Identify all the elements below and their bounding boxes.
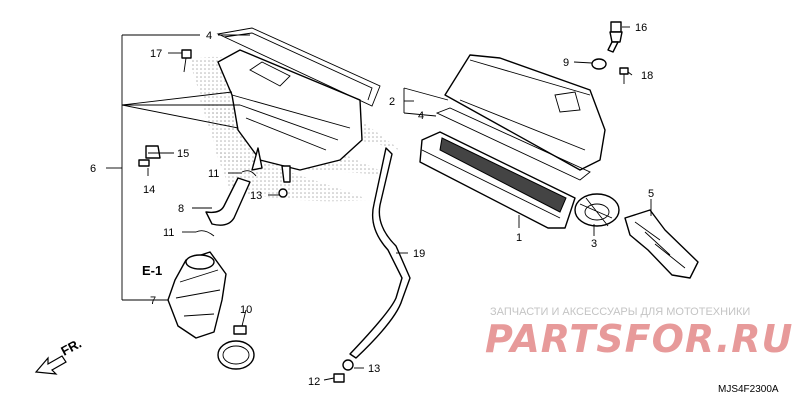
intake-duct-part [624,209,699,279]
callout-18: 18 [641,70,653,82]
grommet-15-part [145,145,161,159]
callout-6: 6 [90,163,96,175]
screw-18-part [619,67,629,84]
callout-11-upper: 11 [208,168,219,180]
callout-13-lower: 13 [368,363,380,375]
callout-9: 9 [563,57,569,69]
air-cleaner-cover-part [444,54,606,171]
callout-17: 17 [150,48,162,60]
clip-12-part [333,373,345,383]
callout-8: 8 [178,203,184,215]
callout-5: 5 [648,188,654,200]
callout-13-upper: 13 [250,190,262,202]
clip-11-lower-part [195,230,215,237]
drain-hose-19-part [349,147,411,359]
connecting-tube-7-part [167,251,227,339]
drain-tube-8-part [205,177,251,226]
bolt-16-part [607,21,623,53]
callout-2: 2 [389,96,395,108]
callout-14: 14 [143,184,155,196]
callout-12: 12 [308,376,320,388]
watermark-brand: PARTSFOR.RU [485,317,793,361]
callout-7: 7 [150,295,156,307]
air-cleaner-case-part [217,49,363,183]
diagram-code: MJS4F2300A [718,384,779,395]
clip-14-part [138,159,150,167]
clip-13-upper-part [278,188,288,198]
callout-15: 15 [177,148,189,160]
front-direction-arrow-icon: FR. [34,336,84,375]
band-10-part [217,325,255,370]
callout-10: 10 [240,304,252,316]
leader-lines [106,26,652,381]
bolt-17-part [181,49,192,73]
clip-11-upper-part [241,170,257,177]
reference-label: E-1 [142,263,162,278]
funnel-part [574,193,620,227]
svg-text:FR.: FR. [58,336,84,359]
callout-1: 1 [516,232,522,244]
callout-16: 16 [635,22,647,34]
grommet-9-part [591,58,607,70]
clip-13-lower-part [342,359,354,371]
callout-3: 3 [591,238,597,250]
watermark-caption: ЗАПЧАСТИ И АКСЕССУАРЫ ДЛЯ МОТОТЕХНИКИ [490,306,750,318]
callout-11-lower: 11 [163,227,174,239]
gasket-cover-part [435,107,591,181]
callout-4-cover: 4 [418,110,424,122]
callout-4-upper: 4 [206,30,212,42]
air-cleaner-element-part [419,131,576,229]
callout-19: 19 [413,248,425,260]
